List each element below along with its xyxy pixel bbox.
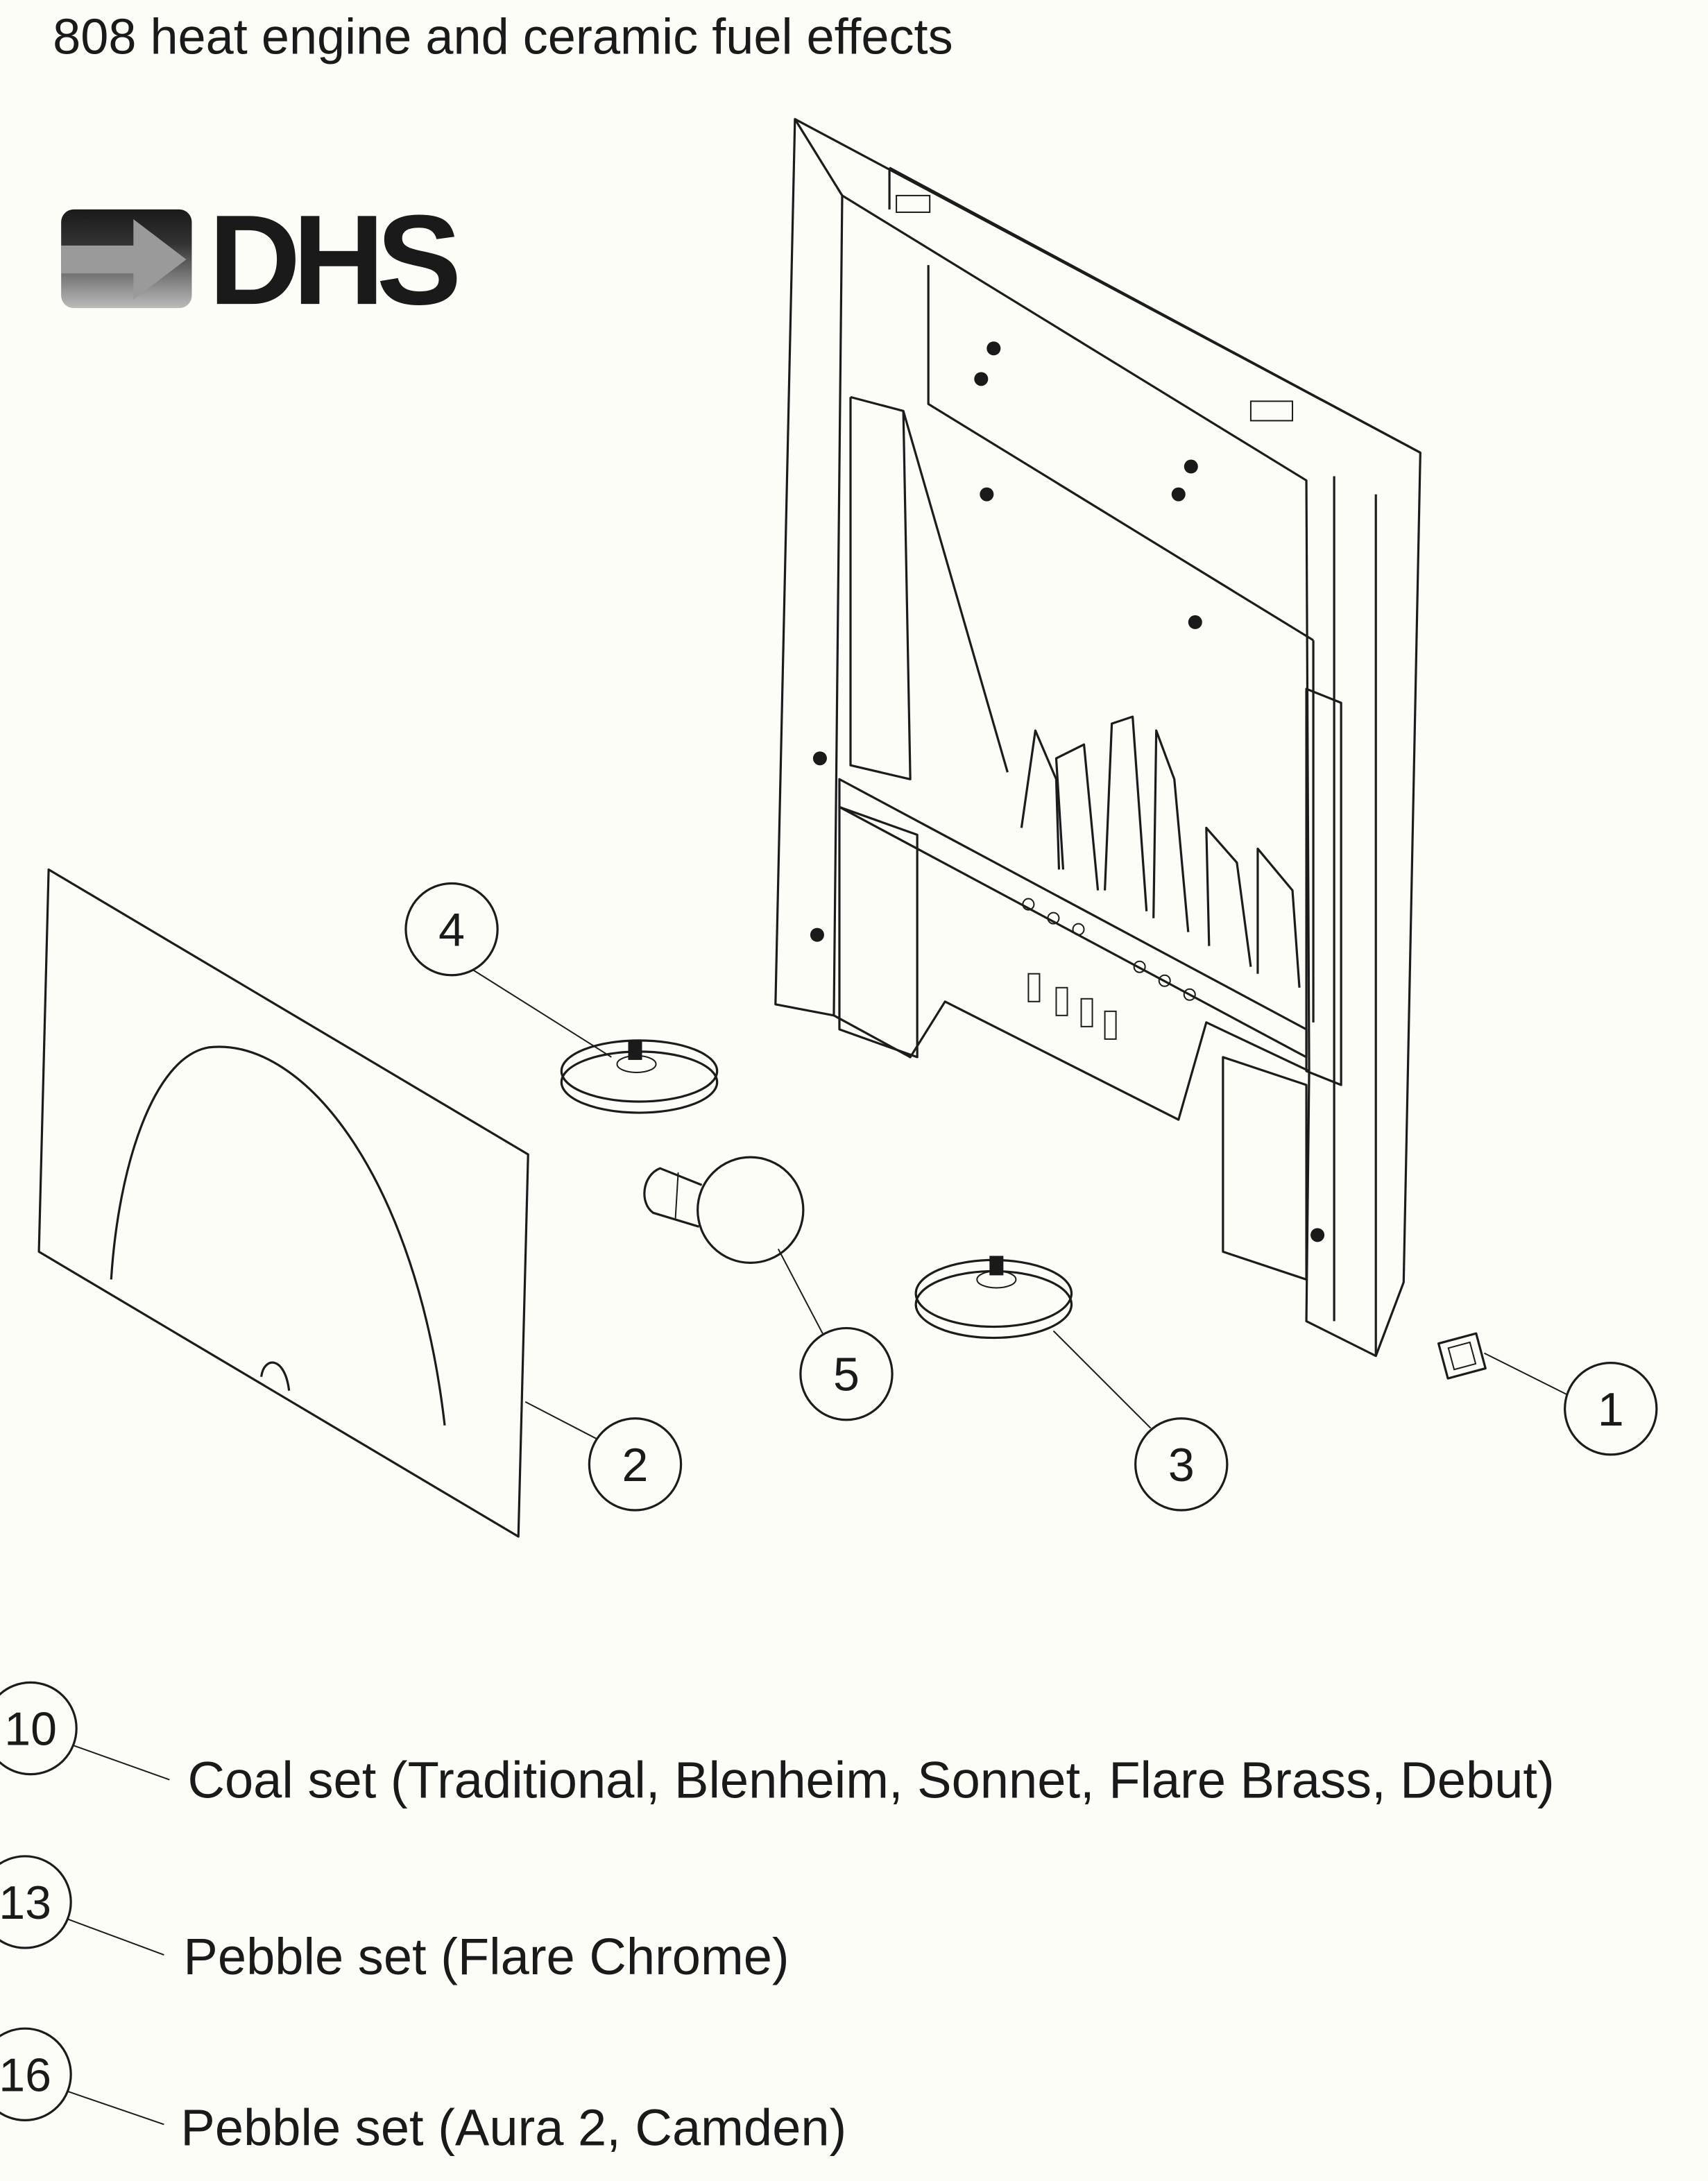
parts-list-item: 13 Pebble set (Flare Chrome) bbox=[0, 1855, 789, 1985]
glass-panel bbox=[37, 868, 529, 1538]
parts-list-item: 16 Pebble set (Aura 2, Camden) bbox=[0, 2027, 846, 2156]
reflector-disc-3 bbox=[914, 1256, 1073, 1340]
parts-list-label: Pebble set (Flare Chrome) bbox=[183, 1928, 789, 1985]
reflector-disc-4 bbox=[560, 1039, 719, 1114]
svg-text:16: 16 bbox=[0, 2049, 51, 2101]
callout-1: 1 bbox=[1564, 1362, 1658, 1456]
parts-list-item: 10 Coal set (Traditional, Blenheim, Sonn… bbox=[0, 1681, 1555, 1809]
svg-text:5: 5 bbox=[833, 1349, 860, 1401]
page-title: 808 heat engine and ceramic fuel effects bbox=[53, 10, 953, 65]
parts-list-label: Coal set (Traditional, Blenheim, Sonnet,… bbox=[187, 1752, 1554, 1809]
logo-text: DHS bbox=[208, 189, 456, 332]
parts-list: 10 Coal set (Traditional, Blenheim, Sonn… bbox=[0, 1681, 1555, 2156]
svg-text:13: 13 bbox=[0, 1876, 51, 1929]
grommet-part bbox=[1437, 1332, 1487, 1380]
callout-4: 4 bbox=[404, 882, 499, 977]
bulb bbox=[643, 1156, 805, 1265]
svg-text:3: 3 bbox=[1168, 1439, 1195, 1491]
dhs-logo: DHS bbox=[61, 189, 466, 332]
heat-engine-frame bbox=[774, 118, 1421, 1358]
parts-list-label: Pebble set (Aura 2, Camden) bbox=[180, 2098, 846, 2156]
svg-text:4: 4 bbox=[438, 904, 465, 957]
callout-5: 5 bbox=[799, 1326, 894, 1421]
svg-text:10: 10 bbox=[4, 1703, 57, 1756]
callout-3: 3 bbox=[1134, 1417, 1229, 1512]
svg-text:2: 2 bbox=[622, 1439, 649, 1491]
callout-2: 2 bbox=[588, 1417, 683, 1512]
svg-text:1: 1 bbox=[1598, 1383, 1624, 1436]
